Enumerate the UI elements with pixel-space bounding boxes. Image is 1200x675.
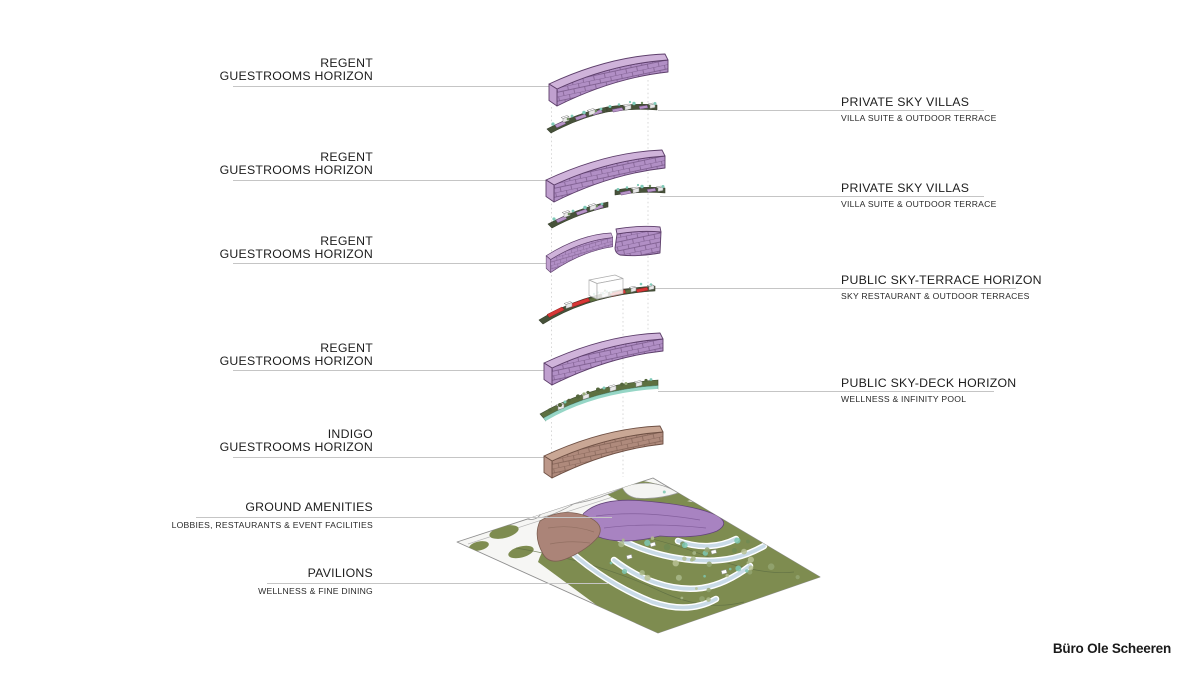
label-sky-villas-1: PRIVATE SKY VILLAS [841, 95, 970, 109]
regent-brick-block [614, 225, 662, 257]
layer-public-sky-deck [539, 378, 659, 423]
layer-ground-amenities [456, 477, 821, 634]
layer-indigo-guestrooms [543, 425, 664, 479]
label-regent-2: REGENT GUESTROOMS HORIZON [219, 150, 373, 178]
label-title-line2: GUESTROOMS HORIZON [219, 69, 373, 84]
label-ground-amenities: GROUND AMENITIES [245, 500, 373, 514]
spiral-pavilion [519, 496, 543, 520]
label-title: GROUND AMENITIES [245, 500, 373, 514]
label-title: REGENT [320, 234, 373, 248]
podium-roof [536, 512, 601, 562]
label-indigo: INDIGO GUESTROOMS HORIZON [219, 427, 373, 455]
label-sky-villas-2-sub: VILLA SUITE & OUTDOOR TERRACE [841, 199, 997, 209]
layer-public-sky-terrace [538, 274, 656, 325]
label-pavilions-sub: WELLNESS & FINE DINING [258, 586, 373, 596]
label-title-line2: GUESTROOMS HORIZON [219, 163, 373, 178]
label-title: INDIGO [327, 427, 373, 441]
label-title-line2: GUESTROOMS HORIZON [219, 440, 373, 455]
label-sky-villas-2: PRIVATE SKY VILLAS [841, 181, 970, 195]
label-regent-3: REGENT GUESTROOMS HORIZON [219, 234, 373, 262]
label-title: REGENT [320, 341, 373, 355]
layer-regent-guestrooms-1 [548, 53, 669, 107]
label-regent-4: REGENT GUESTROOMS HORIZON [219, 341, 373, 369]
layer-regent-guestrooms-4 [543, 332, 664, 386]
ground-leader-lines [196, 517, 612, 584]
sky-restaurant-volume [588, 274, 624, 300]
label-title-line2: GUESTROOMS HORIZON [219, 354, 373, 369]
label-sky-deck: PUBLIC SKY-DECK HORIZON [841, 376, 1017, 390]
layer-regent-guestrooms-3 [545, 225, 662, 273]
label-sky-terrace: PUBLIC SKY-TERRACE HORIZON [841, 273, 1042, 287]
label-regent-1: REGENT GUESTROOMS HORIZON [219, 56, 373, 84]
label-title: REGENT [320, 150, 373, 164]
label-title: REGENT [320, 56, 373, 70]
layer-regent-guestrooms-2 [545, 149, 666, 203]
tower-footprint-roof [580, 499, 725, 542]
layer-private-sky-villas-1 [546, 100, 658, 134]
label-sky-deck-sub: WELLNESS & INFINITY POOL [841, 394, 967, 404]
label-sky-terrace-sub: SKY RESTAURANT & OUTDOOR TERRACES [841, 291, 1030, 301]
label-ground-amenities-sub: LOBBIES, RESTAURANTS & EVENT FACILITIES [171, 520, 373, 530]
studio-logo: Büro Ole Scheeren [1052, 641, 1171, 656]
label-sky-villas-1-sub: VILLA SUITE & OUTDOOR TERRACE [841, 113, 997, 123]
label-pavilions: PAVILIONS [307, 566, 373, 580]
label-title: PAVILIONS [307, 566, 373, 580]
label-title-line2: GUESTROOMS HORIZON [219, 247, 373, 262]
leader-lines [233, 86, 1016, 458]
landscape-trees [609, 490, 800, 602]
